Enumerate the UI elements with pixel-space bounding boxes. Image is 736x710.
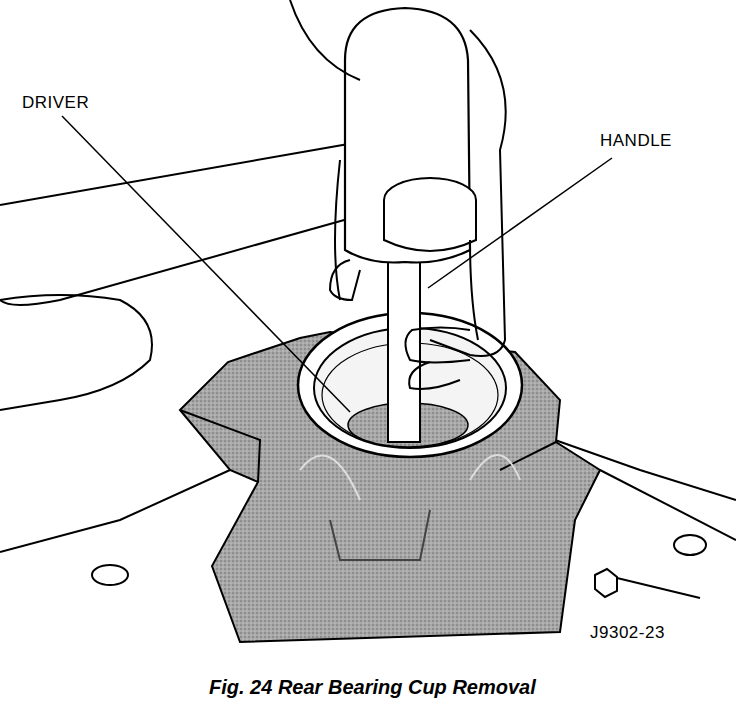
- part-label: HANDLE: [600, 131, 672, 151]
- figure-code: J9302-23: [590, 623, 665, 643]
- part-label: DRIVER: [22, 93, 89, 113]
- figure-caption: Fig. 24 Rear Bearing Cup Removal: [209, 676, 536, 699]
